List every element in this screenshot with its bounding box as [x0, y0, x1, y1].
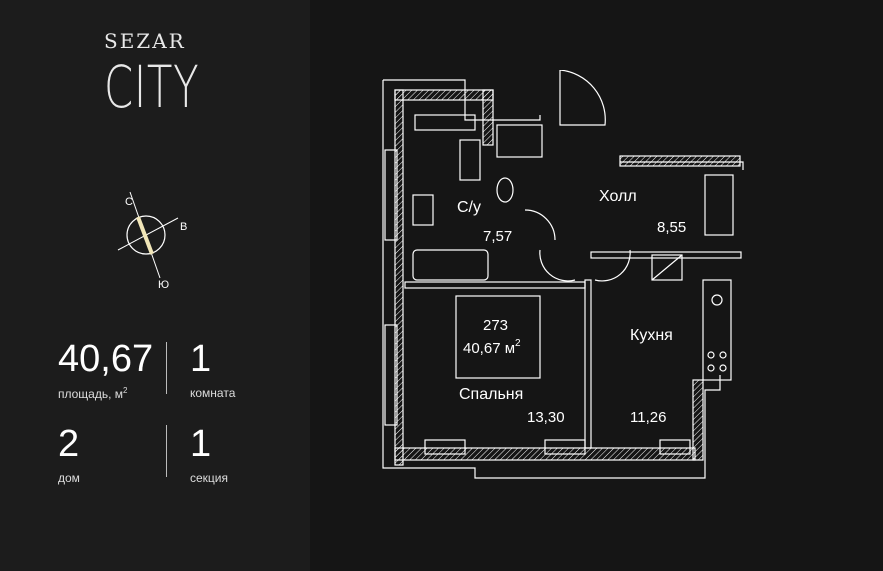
- logo-city: CITY: [104, 53, 200, 121]
- room-label-bedroom: Спальня: [459, 386, 523, 403]
- room-area-bathroom: 7,57: [483, 228, 512, 245]
- room-area-kitchen: 11,26: [630, 409, 666, 426]
- stat-rooms-value: 1: [190, 338, 212, 380]
- stat-house-label: дом: [58, 471, 80, 485]
- divider: [166, 425, 167, 477]
- compass-east: В: [180, 221, 187, 233]
- floor-plan: С/у 7,57 Холл 8,55 Спальня 13,30 Кухня 1…: [382, 70, 744, 479]
- compass-icon: С В З Ю: [117, 191, 187, 290]
- stat-house-value: 2: [58, 423, 80, 465]
- stat-rooms-label: комната: [190, 386, 236, 400]
- room-area-hall: 8,55: [657, 219, 686, 236]
- room-label-hall: Холл: [599, 188, 637, 205]
- logo-brand: SEZAR: [104, 29, 186, 53]
- compass-south: Ю: [158, 279, 169, 290]
- stat-area-value: 40,67: [58, 338, 154, 380]
- room-area-bedroom: 13,30: [527, 409, 565, 426]
- stat-house: 2 дом: [58, 425, 80, 485]
- stat-section: 1 секция: [190, 425, 228, 485]
- stat-section-label: секция: [190, 471, 228, 485]
- room-label-bathroom: С/у: [457, 199, 481, 216]
- stat-area-label: площадь, м2: [58, 386, 128, 401]
- stat-section-value: 1: [190, 423, 212, 465]
- stat-rooms: 1 комната: [190, 340, 235, 400]
- apartment-area: 40,67 м2: [463, 338, 521, 357]
- stat-area: 40,67 площадь, м2: [58, 340, 153, 401]
- compass-north: С: [125, 196, 133, 208]
- room-label-kitchen: Кухня: [630, 327, 673, 344]
- divider: [166, 342, 167, 394]
- apartment-number: 273: [483, 317, 508, 334]
